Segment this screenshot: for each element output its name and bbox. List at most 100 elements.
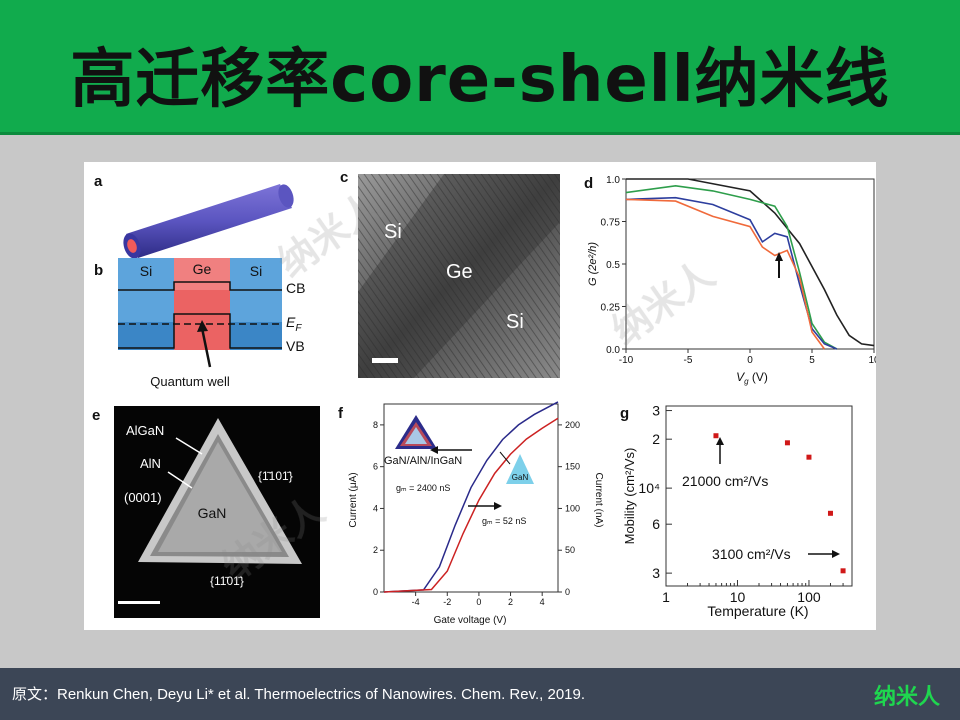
scale-bar-c [372, 358, 398, 363]
chart-d-series-2 [625, 184, 838, 350]
chart-d-series-4 [625, 198, 826, 350]
chart-f-ytick-label: 0 [373, 587, 378, 597]
footer-logo: 纳米人 [873, 685, 940, 710]
chart-g-xtick-label: 10 [730, 589, 746, 605]
chart-g-ytick-label: 6 [652, 516, 660, 532]
panel-f-letter: f [338, 405, 344, 422]
panel-d-letter: d [584, 175, 593, 192]
nanowire-illustration [123, 184, 294, 259]
label-algan: AlGaN [126, 423, 164, 438]
chart-f-xlabel: Gate voltage (V) [434, 615, 507, 626]
chart-d-series-3 [625, 196, 838, 350]
panel-b: b Si Ge Si CB EF VB Quantum well [94, 258, 305, 389]
chart-f-ylabel-right: Current (nA) [593, 472, 604, 527]
label-ef: EF [286, 314, 302, 334]
chart-f-ytick-label: 8 [373, 420, 378, 430]
chart-g-ytick-label: 3 [652, 403, 660, 419]
inset-label-ingan: GaN/AlN/InGaN [384, 455, 462, 467]
chart-g-frame [665, 405, 853, 587]
panel-e-letter: e [92, 407, 100, 424]
label-gan: GaN [198, 505, 227, 521]
tem-label-si-bottom: Si [506, 311, 524, 333]
chart-d-xtick-label: -5 [684, 355, 693, 366]
chart-f-y2tick-label: 0 [565, 587, 570, 597]
quantum-well-arrow [200, 327, 212, 368]
chart-g-xtick-label: 1 [662, 589, 670, 605]
chart-d-xtick-label: 10 [868, 355, 876, 366]
chart-f-series-1 [383, 401, 559, 593]
chart-f-series-2 [383, 417, 559, 593]
slide-title: 高迁移率core-shell纳米线 [70, 43, 890, 117]
chart-d-frame [625, 178, 875, 350]
chart-d-xtick-label: 0 [747, 355, 753, 366]
chart-d-xtick-label: 5 [809, 355, 815, 366]
panel-b-letter: b [94, 262, 103, 279]
chart-d-ytick-label: 0.5 [606, 260, 620, 271]
scale-bar-e [118, 601, 160, 604]
panel-a-letter: a [94, 173, 103, 190]
label-facet-bottom: {11̄01̄} [210, 574, 244, 588]
chart-f-ytick-label: 2 [373, 545, 378, 555]
label-vb: VB [286, 338, 305, 354]
chart-d-ylabel: G (2e²/h) [587, 242, 599, 286]
chart-g-point-4 [827, 510, 833, 516]
label-si-right: Si [250, 263, 262, 279]
chart-d-xtick-label: -10 [619, 355, 634, 366]
figure-panel: a b Si Ge Si CB EF VB Quantum well c [84, 162, 880, 630]
cb-line [118, 281, 282, 291]
label-cb: CB [286, 280, 305, 296]
inset-label-gan: GaN [512, 473, 529, 482]
chart-d-ytick-label: 0.75 [601, 218, 621, 229]
chart-d-xlabel: Vg (V) [736, 370, 768, 386]
chart-f-ytick-label: 4 [373, 503, 378, 513]
panel-g-letter: g [620, 405, 629, 422]
panel-a: a [94, 173, 294, 259]
chart-f-y2tick-label: 50 [565, 545, 575, 555]
label-gm-right: gₘ = 52 nS [482, 516, 526, 526]
panel-e: e AlGaN AlN (0001) GaN {1̄101̄} {11̄01̄} [92, 406, 320, 618]
annot-21000: 21000 cm²/Vs [682, 473, 768, 489]
chart-f-ytick-label: 6 [373, 462, 378, 472]
inset-gan-aln-ingan [395, 415, 437, 449]
chart-f-xtick-label: -4 [412, 597, 420, 607]
chart-g-xtick-label: 100 [797, 589, 821, 605]
chart-f-y2tick-label: 200 [565, 420, 580, 430]
panel-c-letter: c [340, 169, 348, 186]
title-banner: 高迁移率core-shell纳米线 [0, 0, 960, 135]
panel-g: g 1 10 100 3 6 10⁴ 2 3 21000 cm²/Vs 3100 cm²/Vs… [620, 403, 853, 619]
vb-line [118, 313, 282, 349]
chart-g-point-1 [713, 433, 719, 439]
chart-f-ylabel-left: Current (μA) [348, 472, 359, 527]
chart-f-y2tick-label: 100 [565, 503, 580, 513]
chart-f-xtick-label: -2 [443, 597, 451, 607]
label-si-left: Si [140, 263, 152, 279]
annot-3100: 3100 cm²/Vs [712, 546, 791, 562]
inset-gan-triangle [506, 454, 534, 484]
chart-g-ytick-label: 2 [652, 431, 660, 447]
label-quantum-well: Quantum well [150, 374, 230, 389]
chart-d-ytick-label: 0.0 [606, 345, 620, 356]
label-facet-right: {1̄101̄} [258, 469, 293, 483]
chart-g-point-5 [840, 568, 846, 574]
label-ge: Ge [193, 261, 212, 277]
panel-c: c Si Ge Si [340, 169, 560, 378]
chart-g-ytick-label: 3 [652, 565, 660, 581]
citation-text: 原文：Renkun Chen, Deyu Li* et al. Thermoel… [12, 686, 586, 703]
gan-core [158, 442, 282, 552]
label-aln: AlN [140, 456, 161, 471]
tem-label-ge: Ge [446, 261, 473, 283]
chart-g-point-2 [784, 440, 790, 446]
chart-g-point-3 [806, 454, 812, 460]
label-plane: (0001) [124, 490, 162, 505]
chart-g-ylabel: Mobility (cm²/Vs) [622, 448, 637, 545]
chart-d-ytick-label: 1.0 [606, 175, 620, 186]
chart-d-ytick-label: 0.25 [601, 303, 621, 314]
label-gm-left: gₘ = 2400 nS [396, 483, 450, 493]
chart-g-xlabel: Temperature (K) [707, 603, 808, 619]
chart-g-ytick-label: 10⁴ [638, 480, 660, 496]
chart-f-xtick-label: 0 [476, 597, 481, 607]
tem-label-si-top: Si [384, 221, 402, 243]
chart-f-xtick-label: 4 [540, 597, 545, 607]
footer-bar: 原文：Renkun Chen, Deyu Li* et al. Thermoel… [0, 668, 960, 720]
